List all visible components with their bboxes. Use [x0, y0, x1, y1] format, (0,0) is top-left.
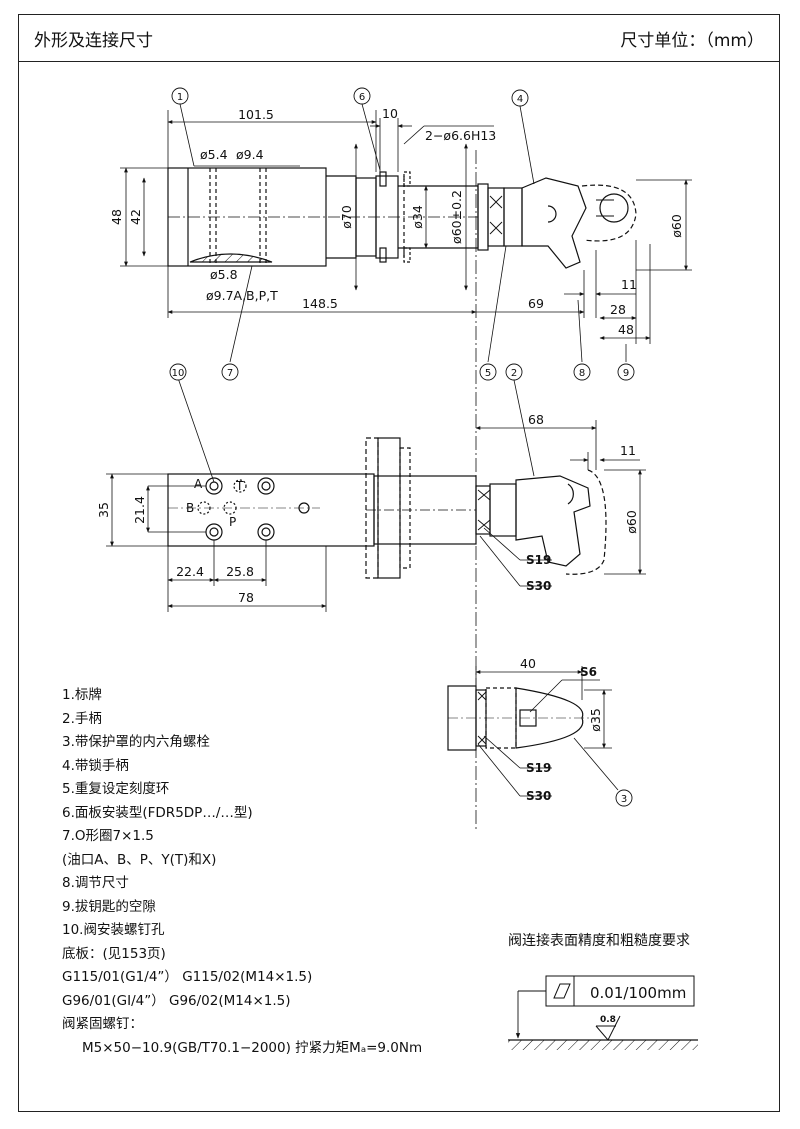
callout-9 [617, 363, 635, 381]
callout-label-5: 5 [485, 368, 491, 379]
label-s6: S6 [580, 665, 597, 679]
legend-item: 7.O形圈7×1.5 [62, 828, 154, 844]
label-s19-a: S19 [526, 553, 551, 567]
legend-item: 10.阀安装螺钉孔 [62, 922, 165, 938]
dim-d60-b: ø60 [624, 510, 639, 534]
callout-label-2: 2 [511, 368, 517, 379]
legend-item: M5×50−10.9(GB/T70.1−2000) 拧紧力矩Mₐ=9.0Nm [82, 1039, 423, 1056]
legend-item: 2.手柄 [62, 710, 102, 727]
dim-48-b: 48 [618, 322, 634, 337]
dim-40: 40 [520, 656, 536, 671]
dim-d70: ø70 [339, 205, 354, 229]
legend-item: 4.带锁手柄 [62, 757, 129, 774]
dim-78: 78 [238, 590, 254, 605]
dim-d5-8: ø5.8 [210, 267, 238, 282]
dim-48: 48 [109, 209, 124, 225]
dim-68: 68 [528, 412, 544, 427]
label-s30-b: S30 [526, 789, 551, 803]
legend-item: G96/01(GI/4”） G96/02(M14×1.5) [62, 992, 291, 1009]
legend-item: G115/01(G1/4”） G115/02(M14×1.5) [62, 969, 313, 985]
label-s19-b: S19 [526, 761, 551, 775]
parts-legend: 1.标牌 2.手柄 3.带保护罩的内六角螺栓 4.带锁手柄 5.重复设定刻度环 … [62, 684, 422, 1060]
surface-requirement-title: 阀连接表面精度和粗糙度要求 [508, 933, 690, 949]
callout-label-10: 10 [172, 368, 185, 379]
callout-1 [171, 87, 189, 105]
roughness-value: 0.8 [600, 1015, 616, 1025]
dim-69: 69 [528, 296, 544, 311]
dim-21-4: 21.4 [132, 496, 147, 524]
port-a: A [194, 477, 203, 491]
unit-label: 尺寸单位：（mm） [620, 31, 764, 51]
callout-10 [169, 363, 187, 381]
callout-label-1: 1 [177, 92, 183, 103]
dim-22-4: 22.4 [176, 564, 204, 579]
header-bar: 外形及连接尺寸 尺寸单位：（mm） [18, 14, 780, 62]
callout-label-8: 8 [579, 368, 585, 379]
dim-d5-4: ø5.4 [200, 147, 228, 162]
bottom-detail-view [447, 685, 600, 751]
callout-label-9: 9 [623, 368, 629, 379]
legend-item: 9.拔钥匙的空隙 [62, 898, 156, 915]
top-view-valve-body [167, 167, 479, 267]
dim-148-5: 148.5 [302, 296, 338, 311]
legend-item: 5.重复设定刻度环 [62, 781, 170, 797]
callout-7 [221, 363, 239, 381]
dim-11-b: 11 [620, 443, 636, 458]
dim-d60-a: ø60 [669, 214, 684, 238]
dim-d34: ø34 [410, 205, 425, 229]
dim-hole: 2−ø6.6H13 [425, 128, 496, 143]
dim-10: 10 [382, 106, 398, 121]
surface-requirement-symbol [508, 975, 698, 1050]
callout-4 [511, 89, 529, 107]
dim-42: 42 [128, 209, 143, 225]
drawing-frame [18, 14, 780, 1112]
callout-label-3: 3 [621, 794, 627, 805]
top-view-handle [477, 177, 637, 269]
dim-35: 35 [96, 502, 111, 518]
callout-label-7: 7 [227, 368, 233, 379]
dim-101-5: 101.5 [238, 107, 274, 122]
dim-d9-7: ø9.7A,B,P,T [206, 288, 278, 303]
middle-view-handle [475, 469, 607, 575]
dim-d60-tol: ø60±0.2 [449, 190, 464, 244]
port-p: P [229, 515, 236, 529]
label-s30-a: S30 [526, 579, 551, 593]
callout-label-6: 6 [359, 92, 365, 103]
flatness-value: 0.01/100mm [590, 984, 686, 1002]
callout-2 [505, 363, 523, 381]
callout-6 [353, 87, 371, 105]
callout-group [169, 87, 635, 807]
dim-11-a: 11 [621, 277, 637, 292]
callout-5 [479, 363, 497, 381]
legend-item: 阀紧固螺钉： [62, 1016, 143, 1032]
legend-item: 6.面板安装型(FDR5DP…/…型) [62, 804, 253, 821]
dim-d9-4: ø9.4 [236, 147, 264, 162]
callout-3 [615, 789, 633, 807]
dim-d35-b: ø35 [588, 708, 603, 732]
legend-item: 3.带保护罩的内六角螺栓 [62, 734, 210, 750]
legend-item: 1.标牌 [62, 687, 102, 703]
port-b: B [186, 501, 194, 515]
dim-28: 28 [610, 302, 626, 317]
port-t: T [235, 479, 244, 493]
callout-label-4: 4 [517, 94, 523, 105]
callout-8 [573, 363, 591, 381]
legend-item: 8.调节尺寸 [62, 875, 129, 891]
dim-25-8: 25.8 [226, 564, 254, 579]
page-title: 外形及连接尺寸 [34, 31, 153, 51]
legend-item: 底板：(见153页) [62, 945, 166, 962]
legend-item: (油口A、B、P、Y(T)和X) [62, 851, 217, 868]
